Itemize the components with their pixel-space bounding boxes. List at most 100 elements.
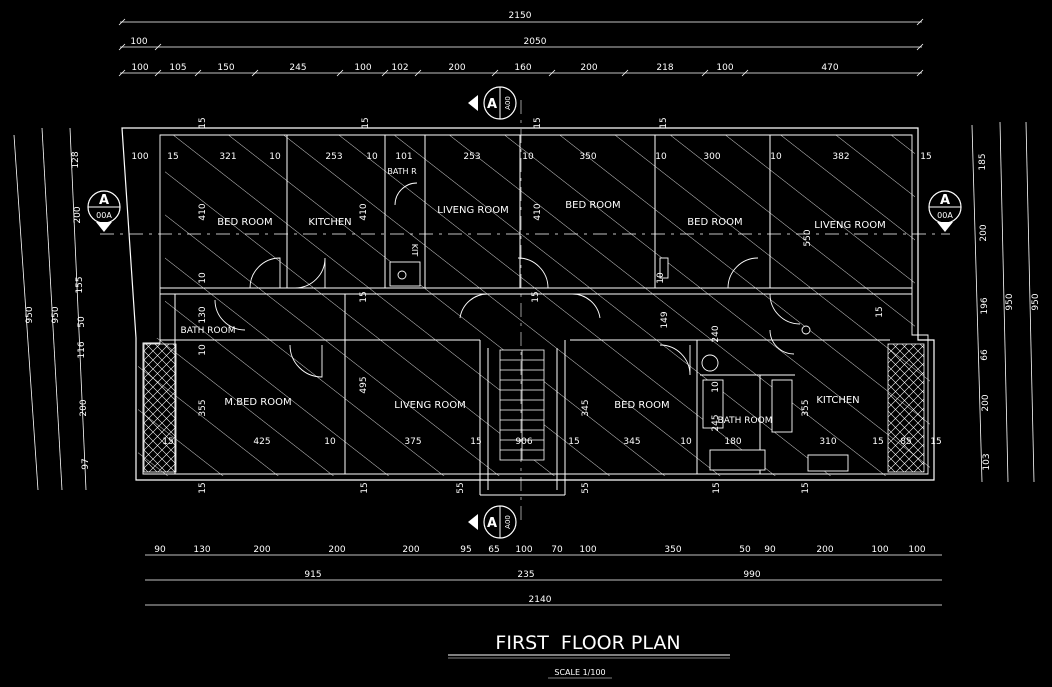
- outer-wall: [121, 127, 935, 481]
- svg-text:102: 102: [391, 63, 408, 73]
- svg-text:130: 130: [198, 306, 208, 323]
- svg-text:15: 15: [198, 117, 208, 128]
- room-liveng-room-3: LIVENG ROOM: [394, 400, 465, 411]
- svg-text:15: 15: [162, 437, 173, 447]
- plan-scale: SCALE 1/100: [554, 668, 605, 677]
- svg-text:245: 245: [289, 63, 306, 73]
- svg-text:A: A: [99, 193, 109, 208]
- svg-text:15: 15: [361, 117, 371, 128]
- svg-text:200: 200: [402, 545, 419, 555]
- svg-text:410: 410: [198, 203, 208, 220]
- svg-text:253: 253: [325, 152, 342, 162]
- svg-text:15: 15: [930, 437, 941, 447]
- svg-text:200: 200: [816, 545, 833, 555]
- svg-text:10: 10: [366, 152, 378, 162]
- svg-text:100: 100: [579, 545, 596, 555]
- svg-text:149: 149: [660, 311, 670, 328]
- svg-text:550: 550: [803, 229, 813, 246]
- svg-text:10: 10: [656, 272, 666, 284]
- svg-text:218: 218: [656, 63, 673, 73]
- svg-text:66: 66: [980, 349, 990, 361]
- dim-right-outer-1: 950: [1005, 293, 1015, 310]
- svg-text:A: A: [487, 97, 497, 112]
- fixtures: [389, 257, 849, 472]
- dim-bottom-row1: 90 130 200 200 200 95 65 100 70 100 350 …: [154, 545, 926, 555]
- top-dimensions: [118, 18, 924, 77]
- dim-left-inner: 128 200 155 50 116 200 97: [71, 151, 91, 470]
- room-labels: BED ROOM KITCHEN BATH R KIT LIVENG ROOM …: [181, 167, 886, 426]
- svg-text:470: 470: [821, 63, 838, 73]
- svg-text:A: A: [487, 516, 497, 531]
- side-dimension-lines: [13, 121, 1035, 491]
- section-marker-bottom: A A00: [468, 505, 517, 539]
- svg-text:15: 15: [659, 117, 669, 128]
- svg-text:70: 70: [551, 545, 563, 555]
- svg-text:15: 15: [359, 291, 369, 302]
- svg-text:50: 50: [739, 545, 751, 555]
- svg-text:155: 155: [75, 276, 85, 293]
- inner-wall-line: [142, 134, 929, 475]
- svg-text:100: 100: [131, 152, 148, 162]
- svg-text:410: 410: [533, 203, 543, 220]
- svg-text:200: 200: [328, 545, 345, 555]
- svg-text:90: 90: [154, 545, 166, 555]
- svg-text:15: 15: [360, 482, 370, 493]
- svg-text:15: 15: [872, 437, 883, 447]
- svg-text:425: 425: [253, 437, 270, 447]
- svg-text:253: 253: [463, 152, 480, 162]
- svg-text:10: 10: [770, 152, 782, 162]
- svg-text:10: 10: [198, 344, 208, 356]
- svg-text:185: 185: [978, 153, 988, 170]
- svg-text:906: 906: [515, 437, 532, 447]
- svg-text:200: 200: [448, 63, 465, 73]
- svg-text:103: 103: [982, 453, 992, 470]
- svg-text:375: 375: [404, 437, 421, 447]
- svg-text:100: 100: [131, 63, 148, 73]
- svg-text:15: 15: [568, 437, 579, 447]
- svg-text:100: 100: [908, 545, 925, 555]
- svg-text:15: 15: [712, 482, 722, 493]
- svg-text:345: 345: [623, 437, 640, 447]
- interior-dims-bottom: 15 425 10 375 15 906 15 345 10 180 310 1…: [162, 437, 941, 447]
- room-bed-room-1: BED ROOM: [217, 217, 272, 228]
- dim-top-row2-a: 100: [130, 37, 147, 47]
- svg-text:196: 196: [980, 297, 990, 314]
- svg-text:10: 10: [680, 437, 692, 447]
- svg-text:128: 128: [71, 151, 81, 168]
- svg-text:105: 105: [169, 63, 186, 73]
- dim-top-overall: 2150: [509, 11, 532, 21]
- svg-text:A: A: [940, 193, 950, 208]
- section-marker-left: A 00A: [87, 190, 121, 232]
- section-marker-right: A 00A: [928, 190, 962, 232]
- svg-text:350: 350: [579, 152, 596, 162]
- dim-bottom-row2-b: 235: [517, 570, 534, 580]
- room-bed-room-3: BED ROOM: [687, 217, 742, 228]
- svg-text:A00: A00: [504, 96, 512, 110]
- svg-text:200: 200: [981, 394, 991, 411]
- svg-text:345: 345: [581, 399, 591, 416]
- building: [100, 100, 950, 520]
- room-kitchen-1: KITCHEN: [308, 217, 351, 228]
- svg-text:150: 150: [217, 63, 234, 73]
- dim-top-row2-b: 2050: [524, 37, 547, 47]
- svg-text:200: 200: [580, 63, 597, 73]
- svg-text:495: 495: [359, 376, 369, 393]
- room-bed-room-2: BED ROOM: [565, 200, 620, 211]
- svg-text:100: 100: [354, 63, 371, 73]
- svg-text:15: 15: [801, 482, 811, 493]
- svg-text:50: 50: [77, 316, 87, 328]
- svg-text:382: 382: [832, 152, 849, 162]
- hatched-floor: [138, 135, 930, 476]
- interior-walls: [160, 135, 912, 496]
- svg-text:90: 90: [764, 545, 776, 555]
- svg-text:100: 100: [716, 63, 733, 73]
- svg-text:10: 10: [198, 272, 208, 284]
- svg-text:200: 200: [253, 545, 270, 555]
- dim-left-outer-2: 950: [51, 306, 61, 323]
- svg-text:10: 10: [324, 437, 336, 447]
- dim-right-inner: 185 200 196 66 200 103: [978, 153, 992, 470]
- room-bath-room-1: BATH ROOM: [181, 326, 236, 336]
- svg-text:55: 55: [581, 482, 591, 493]
- svg-text:200: 200: [73, 206, 83, 223]
